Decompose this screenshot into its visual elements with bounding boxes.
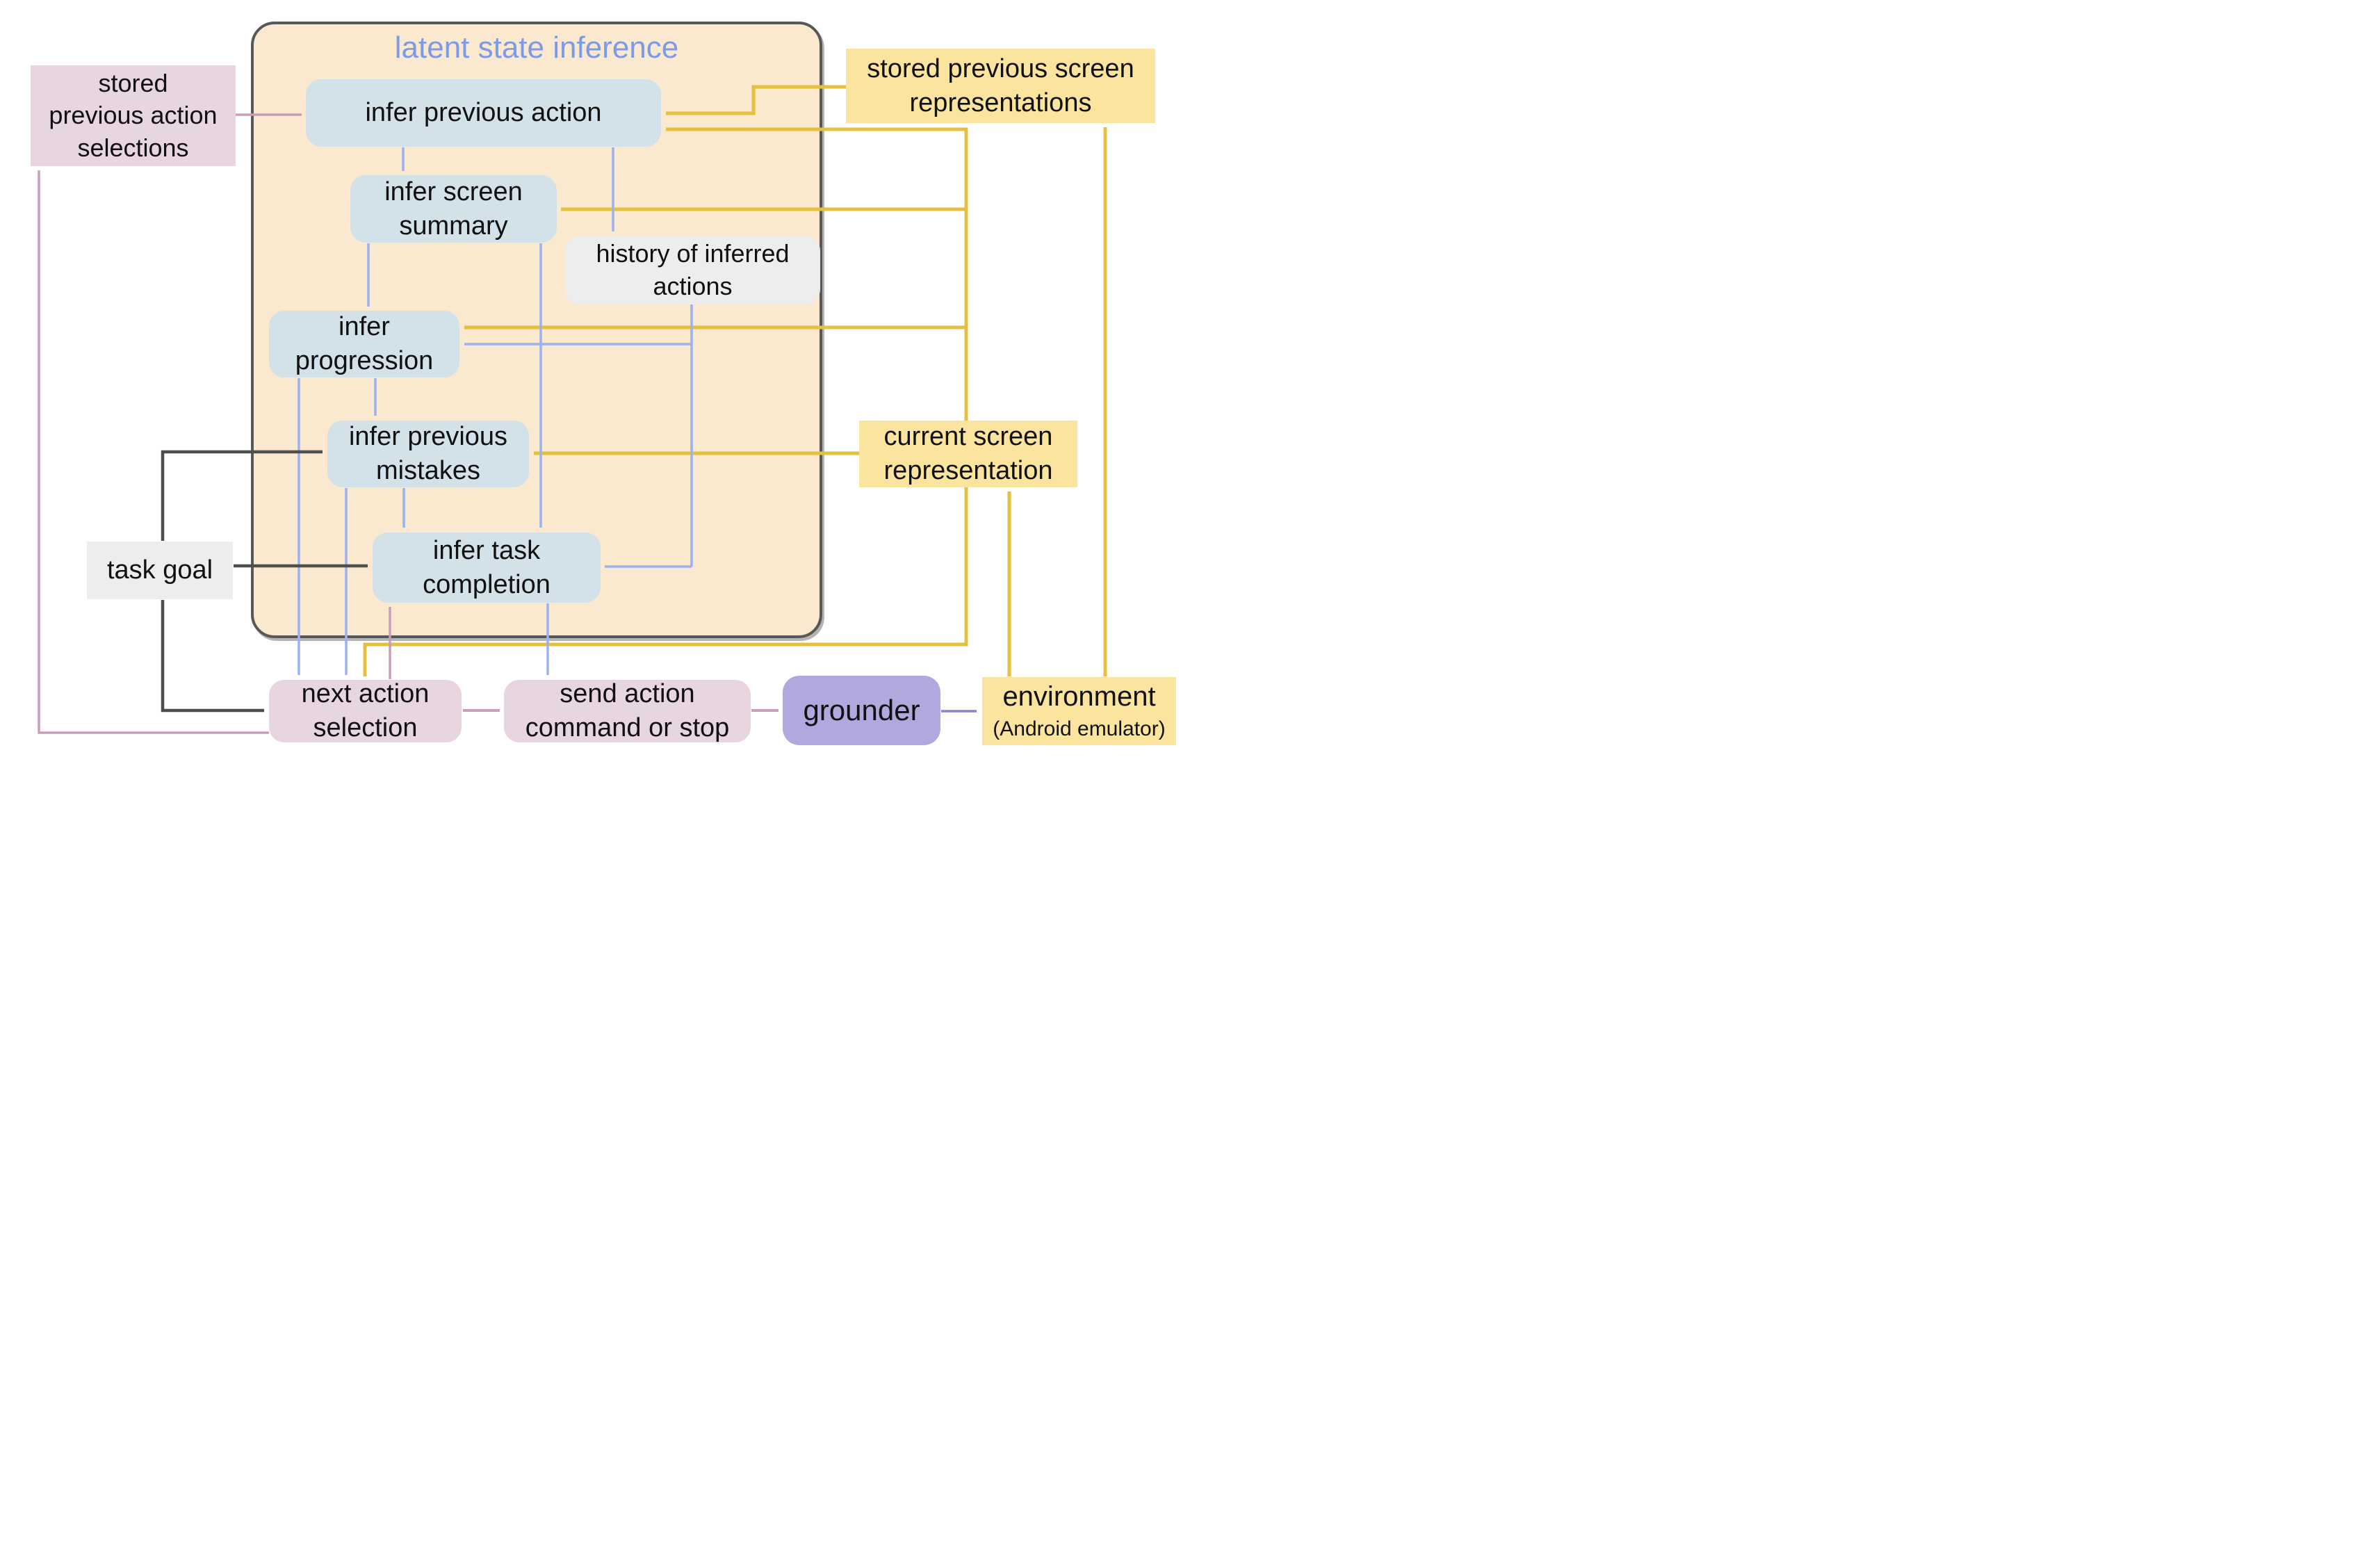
node-infer-previous-mistakes: infer previous mistakes xyxy=(327,421,529,487)
node-infer-previous-action: infer previous action xyxy=(306,79,661,147)
node-task-goal: task goal xyxy=(87,542,233,599)
edge-next-action-to-stored-actions-feedback xyxy=(38,170,269,734)
node-infer-task-completion: infer task completion xyxy=(373,532,601,603)
environment-label: environment xyxy=(1002,681,1156,713)
edge-task-goal-to-next-action-selection xyxy=(161,600,264,713)
node-stored-previous-action-selections: stored previous action selections xyxy=(31,65,236,166)
node-stored-previous-screen-representations: stored previous screen representations xyxy=(846,49,1155,123)
node-infer-progression: infer progression xyxy=(269,311,459,377)
node-grounder: grounder xyxy=(783,676,940,745)
node-next-action-selection: next action selection xyxy=(269,679,462,742)
node-history-of-inferred-actions: history of inferred actions xyxy=(565,236,820,304)
node-current-screen-representation: current screen representation xyxy=(859,421,1077,487)
node-infer-screen-summary: infer screen summary xyxy=(350,175,557,243)
node-environment: environment (Android emulator) xyxy=(982,677,1176,745)
node-send-action-command-or-stop: send action command or stop xyxy=(504,679,751,742)
environment-sublabel: (Android emulator) xyxy=(993,717,1166,741)
diagram-canvas: latent state inference xyxy=(0,0,1190,776)
group-title: latent state inference xyxy=(394,31,679,65)
